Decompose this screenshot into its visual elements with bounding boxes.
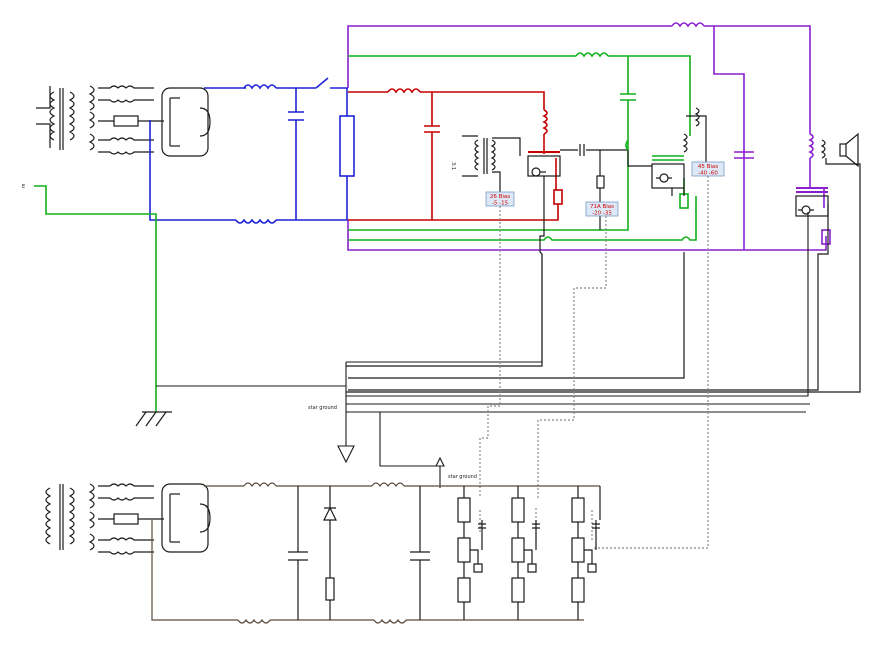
bias-feed-lines [479,176,709,549]
red-b-plus-rail [348,88,563,221]
bias-45-range: -40 -60 [698,171,718,177]
first-tube-26 [346,144,652,367]
bias-label-26: 26 Bias -5 -15 [485,191,515,207]
bias-71a-title: 71A Bias [590,204,614,210]
bottom-power-transformer [45,483,211,555]
bias-26-range: -5 -15 [492,201,509,207]
bias-71a-range: -20 -35 [592,211,612,217]
top-power-transformer [36,85,211,157]
bias-label-71a: 71A Bias -20 -35 [585,201,619,217]
bottom-filter-parts [288,486,430,620]
output-tube-45 [348,187,829,391]
mid-tube-71a [348,107,707,379]
bias-45-title: 45 Bias [698,164,718,170]
star-ground-bus [156,212,810,488]
speaker-icon [346,132,861,393]
transformer-ratio: 3:1 [450,162,456,170]
green-b-plus-rail [348,52,697,241]
bias-26-title: 26 Bias [490,194,510,200]
chassis-ground-icon [135,411,172,427]
top-filter-chokes [235,77,355,224]
coupling-wiring [625,139,629,151]
earth-label: E [22,184,25,190]
bias-label-45: 45 Bias -40 -60 [691,161,725,177]
bottom-filter [151,482,600,624]
input-transformer [462,135,521,192]
star-ground-label-1: star ground [308,405,337,411]
star-ground-label-2: star ground [448,474,477,480]
earth-wire [34,185,157,412]
bias-pot-strings [457,486,601,620]
